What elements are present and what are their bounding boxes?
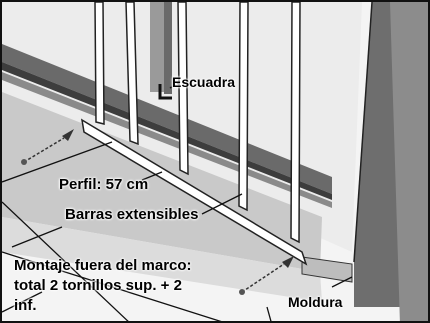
window-post: [150, 2, 164, 92]
bar-1: [94, 2, 105, 125]
sill-face: [2, 92, 322, 272]
bracket-icon: [158, 84, 172, 100]
montaje-line-1: Montaje fuera del marco:: [14, 257, 192, 274]
moulding: [301, 256, 353, 283]
perfil-profile: [80, 118, 308, 266]
bar-5: [290, 2, 301, 244]
upper-rail: [2, 44, 332, 194]
extensible-bars: [94, 2, 301, 244]
leader-lines: [2, 141, 353, 321]
montaje-line-3: inf.: [14, 297, 37, 314]
bar-3: [177, 2, 189, 176]
montaje-line-2: total 2 tornillos sup. + 2: [14, 277, 182, 294]
label-escuadra: Escuadra: [172, 74, 236, 90]
label-montaje: Montaje fuera del marco: total 2 tornill…: [14, 256, 284, 316]
escuadra-pointer: [169, 81, 181, 89]
label-perfil: Perfil: 57 cm: [59, 176, 149, 193]
right-post-face: [390, 2, 428, 321]
screw-icon: [21, 129, 74, 165]
upper-rail-shadow: [2, 62, 332, 200]
middle-rail: [2, 72, 332, 208]
sill-bottom: [2, 217, 322, 302]
screw-icon: [239, 256, 294, 295]
bar-2: [125, 2, 139, 146]
label-barras-extensibles: Barras extensibles: [65, 206, 199, 223]
label-moldura: Moldura: [288, 294, 343, 310]
bar-4: [238, 2, 249, 212]
